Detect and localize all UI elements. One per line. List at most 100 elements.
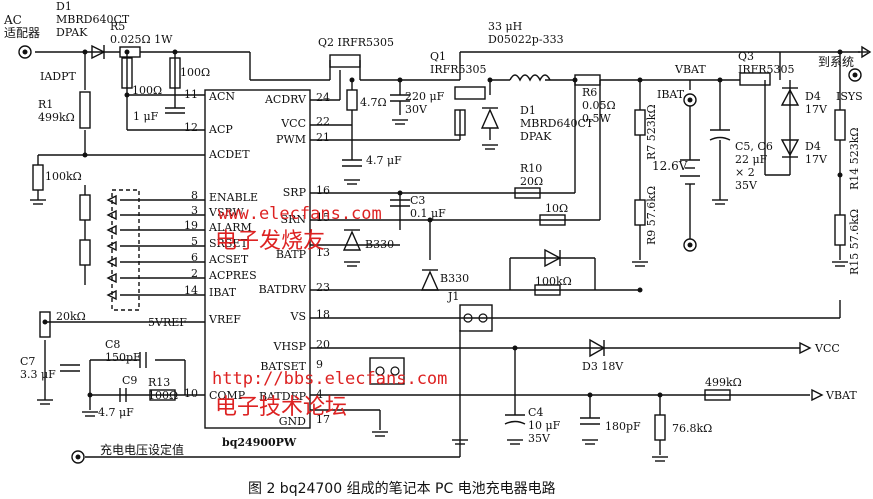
pin-name-comp: COMP	[209, 389, 246, 402]
figure-caption: 图 2 bq24700 组成的笔记本 PC 电池充电器电路	[248, 481, 556, 497]
pin-num-right-24: 24	[316, 91, 330, 104]
d4-zener-a	[780, 88, 800, 106]
r-100k-b	[534, 284, 561, 296]
watermark-url-2: http://bbs.elecfans.com	[212, 369, 447, 389]
pin-name-enable: ENABLE	[209, 191, 258, 204]
label-q2: Q2 IRFR5305	[318, 36, 394, 49]
pin-num-right-16: 16	[316, 184, 330, 197]
q1-mosfet	[454, 86, 486, 100]
pin-name-alarm: ALARM	[208, 221, 252, 234]
watermark-cn-1: 电子发烧友	[215, 229, 325, 254]
r14-resistor	[834, 109, 846, 141]
pin-num-left-5: 5	[191, 235, 198, 248]
r5-resistor	[119, 46, 141, 58]
r-100-b	[169, 57, 181, 89]
b330-diode-b	[420, 270, 440, 291]
inductor-33uh	[509, 74, 551, 82]
pin-num-right-22: 22	[316, 115, 330, 128]
pin-name-acdet: ACDET	[208, 148, 250, 161]
pin-num-right-23: 23	[316, 281, 330, 294]
r-10	[539, 214, 566, 226]
pin-num-left-10: 10	[184, 387, 198, 400]
d3-zener	[589, 338, 606, 358]
label-isys: ISYS	[836, 90, 863, 103]
pin-num-right-4: 4	[316, 388, 323, 401]
label-j1: J1	[447, 290, 459, 303]
pin-num-right-21: 21	[316, 131, 330, 144]
r15-resistor	[834, 214, 846, 246]
label-to-system: 到系统	[818, 55, 854, 69]
label-vcc-out: VCC	[814, 342, 840, 355]
pin-name-vref: VREF	[208, 313, 241, 326]
label-r9: R9 57.6kΩ	[645, 186, 658, 245]
pin-name-pwm: PWM	[276, 133, 306, 146]
label-vbat-out: VBAT	[825, 389, 857, 402]
pin-name-vhsp: VHSP	[273, 340, 307, 353]
ic-body	[204, 89, 311, 429]
pin-name-vs: VS	[290, 310, 306, 323]
pin-name-srp: SRP	[283, 186, 307, 199]
r13-resistor	[149, 389, 176, 401]
label-iadpt: IADPT	[40, 70, 77, 83]
pin-name-acset: ACSET	[208, 253, 249, 266]
pin-name-vcc: VCC	[280, 117, 306, 130]
watermark-url-1: www.elecfans.com	[218, 204, 382, 224]
watermark-cn-2: 电子技术论坛	[215, 395, 347, 420]
pin-num-right-9: 9	[316, 358, 323, 371]
ac-adapter-terminal-dot	[22, 49, 28, 55]
pin-name-acp: ACP	[208, 123, 233, 136]
pin-name-gnd: GND	[279, 415, 306, 428]
d1-diode-mid	[480, 108, 500, 129]
label-c9: C9	[122, 374, 137, 387]
r-76-8k	[654, 414, 666, 441]
pin-name-acdrv: ACDRV	[264, 93, 307, 106]
r6-resistor	[574, 74, 601, 86]
q3-mosfet	[739, 72, 771, 86]
pin-num-right-18: 18	[316, 308, 330, 321]
batdrv-diode	[544, 248, 562, 268]
label-c-4-7u-b: 4.7 μF	[98, 406, 134, 419]
label-battery: 12.6V	[652, 159, 688, 173]
pin-num-left-14: 14	[184, 284, 198, 297]
ic-name: bq24900PW	[222, 436, 297, 449]
pin-name-acn: ACN	[208, 90, 235, 103]
label-ibat: IBAT	[657, 88, 685, 101]
pin-name-batset: BATSET	[260, 360, 306, 373]
r-100-a	[121, 57, 133, 89]
r-499k	[704, 389, 731, 401]
label-r-10: 10Ω	[545, 202, 568, 215]
label-r-20k: 20kΩ	[56, 310, 86, 323]
label-c-1u: 1 μF	[133, 110, 159, 123]
batset-jumper	[369, 357, 405, 385]
pin-name-srset: SRSET	[209, 237, 248, 250]
label-r-100-a: 100Ω	[132, 84, 162, 97]
label-r-4-7: 4.7Ω	[360, 96, 387, 109]
r1-resistor	[79, 91, 91, 129]
prog-res-b	[79, 239, 91, 266]
j1-jumper	[459, 304, 493, 332]
r-20k	[39, 311, 51, 338]
r-4-7	[346, 89, 358, 111]
label-b330-a: B330	[365, 238, 394, 251]
d1-diode-left	[91, 44, 106, 60]
pin-name-batp: BATP	[276, 248, 307, 261]
label-set-value: 充电电压设定值	[100, 442, 184, 457]
system-terminal	[848, 68, 862, 82]
label-r-76-8k: 76.8kΩ	[672, 422, 712, 435]
pin-name-ibat: IBAT	[209, 286, 237, 299]
b330-diode-a	[342, 230, 362, 251]
